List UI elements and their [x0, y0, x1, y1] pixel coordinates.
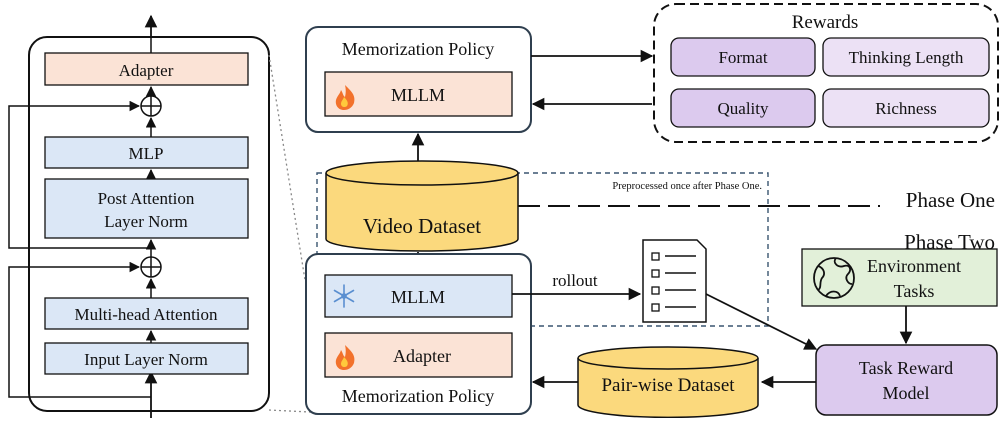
circle-plus-icon	[140, 95, 162, 117]
reward-format-label: Format	[718, 48, 767, 67]
environment-label-1: Environment	[867, 256, 961, 276]
fire-icon	[335, 345, 355, 370]
phase-two-policy: MLLM Adapter Memorization Policy	[305, 253, 532, 415]
post-norm-label-1: Post Attention	[98, 189, 195, 208]
post-norm-label-2: Layer Norm	[104, 212, 188, 231]
checklist-icon	[642, 239, 707, 323]
task-reward-label-2: Model	[883, 383, 930, 403]
pairwise-dataset-label: Pair-wise Dataset	[601, 375, 735, 396]
layer-block: Adapter MLP Post Attention Layer Norm Mu…	[8, 14, 270, 418]
reward-richness	[822, 88, 990, 128]
environment-label-2: Tasks	[894, 281, 935, 301]
rewards-title: Rewards	[792, 12, 858, 33]
mllm-label-top: MLLM	[391, 85, 445, 105]
adapter-box	[44, 52, 249, 86]
snowflake-icon	[333, 284, 355, 308]
residual-lower	[8, 261, 151, 398]
preprocess-note: Preprocessed once after Phase One.	[612, 181, 762, 192]
mllm-box-bottom	[324, 274, 513, 318]
fire-icon	[335, 85, 355, 110]
policy-title-top: Memorization Policy	[342, 39, 494, 59]
post-norm-box	[44, 178, 249, 239]
reward-quality-label: Quality	[718, 99, 769, 118]
checklist-to-reward-arrow	[705, 293, 818, 350]
task-reward-box	[815, 344, 998, 416]
mllm-label-bottom: MLLM	[391, 287, 445, 307]
reward-format	[670, 37, 816, 77]
residual-upper	[8, 100, 151, 249]
attention-label: Multi-head Attention	[74, 305, 218, 324]
rewards-panel: Rewards Format Thinking Length Quality R…	[653, 3, 999, 143]
input-norm-box	[44, 342, 249, 375]
attention-box	[44, 297, 249, 330]
adapter-label-bottom: Adapter	[393, 346, 451, 366]
video-dataset-label: Video Dataset	[363, 214, 481, 238]
reward-thinking-length-label: Thinking Length	[849, 48, 964, 67]
policy-title-bottom: Memorization Policy	[342, 386, 494, 406]
pairwise-dataset: Pair-wise Dataset	[577, 346, 759, 419]
task-reward-label-1: Task Reward	[859, 358, 953, 378]
reward-richness-label: Richness	[875, 99, 936, 118]
reward-quality	[670, 88, 816, 128]
circle-plus-icon	[140, 256, 162, 278]
preprocess-region	[316, 172, 769, 327]
mlp-label: MLP	[129, 144, 164, 163]
task-reward-model: Task Reward Model	[815, 344, 998, 416]
zoom-line-top	[268, 54, 306, 281]
rollout-label: rollout	[552, 271, 598, 290]
input-norm-label: Input Layer Norm	[84, 350, 208, 369]
video-dataset: Video Dataset	[325, 160, 519, 252]
mlp-box	[44, 136, 249, 169]
phase-one-policy: Memorization Policy MLLM	[305, 26, 532, 133]
phase-one-label: Phase One	[906, 188, 995, 212]
mllm-box-top	[324, 71, 513, 117]
environment-tasks: Environment Tasks	[801, 248, 998, 307]
adapter-box-bottom	[324, 332, 513, 378]
globe-icon	[813, 257, 855, 299]
adapter-label: Adapter	[119, 61, 174, 80]
reward-thinking-length	[822, 37, 990, 77]
